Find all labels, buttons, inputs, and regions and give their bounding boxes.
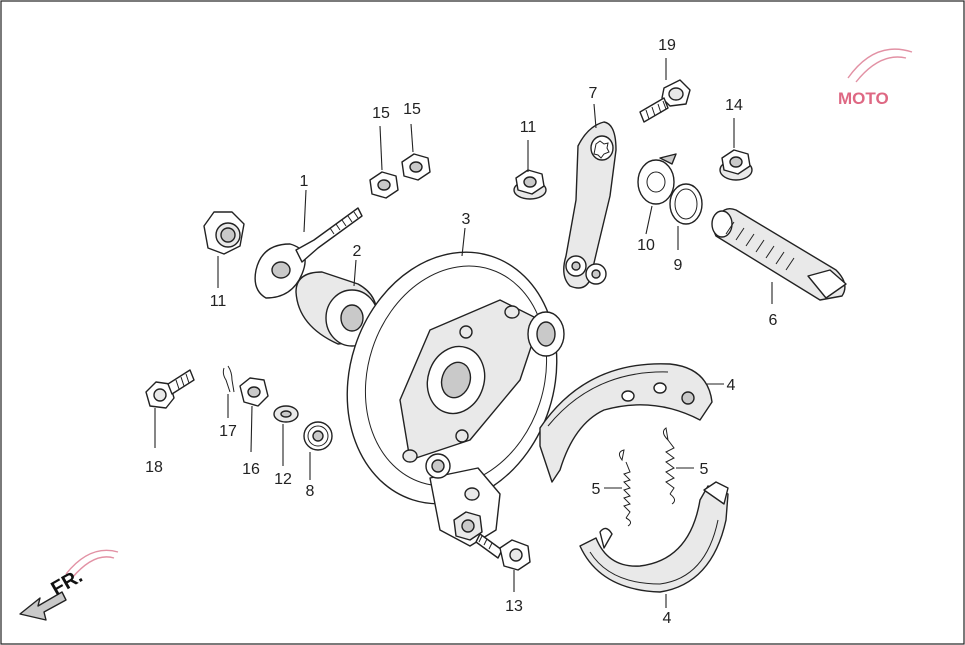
callout-15-right: 15 — [403, 101, 421, 118]
callout-18: 18 — [145, 459, 163, 476]
part-15-nut-left — [369, 171, 399, 199]
callout-19: 19 — [658, 37, 676, 54]
part-13-bolt — [475, 533, 531, 571]
part-1-adjusting-bolt — [254, 207, 363, 299]
callout-5-left: 5 — [592, 481, 601, 498]
front-direction-arrow: FR. — [19, 565, 87, 621]
part-3-brake-panel — [346, 251, 565, 547]
watermark-text: MOTO — [838, 89, 889, 108]
part-14-flange-nut — [719, 149, 753, 181]
part-18-bolt — [145, 369, 195, 409]
callout-7: 7 — [589, 85, 598, 102]
callout-2: 2 — [353, 243, 362, 260]
callout-labels: 1 2 3 4 4 5 5 6 7 8 9 10 11 11 12 13 14 … — [145, 37, 777, 627]
callout-11-left: 11 — [210, 293, 227, 310]
callout-5-right: 5 — [700, 461, 709, 478]
callout-6: 6 — [769, 312, 778, 329]
callout-4-bottom: 4 — [663, 610, 672, 627]
part-5-spring-left — [618, 449, 632, 527]
part-11-flange-nut-right — [513, 169, 547, 200]
callout-15-left: 15 — [372, 105, 390, 122]
callout-1: 1 — [300, 173, 309, 190]
callout-11-right: 11 — [520, 119, 537, 136]
part-10-wear-indicator-plate — [637, 153, 677, 205]
callout-9: 9 — [674, 257, 683, 274]
part-19-bolt — [639, 79, 691, 123]
part-4-brake-shoe-bottom — [579, 481, 729, 593]
callout-13: 13 — [505, 598, 523, 615]
part-16-nut — [239, 377, 269, 407]
part-5-spring-right — [662, 427, 676, 505]
part-17-cotter-pin — [222, 365, 235, 393]
part-8-bearing — [303, 421, 333, 451]
part-11-flange-nut-left — [203, 211, 245, 255]
callout-16: 16 — [242, 461, 260, 478]
callout-4-top: 4 — [727, 377, 736, 394]
part-6-brake-cam — [711, 207, 847, 301]
part-4-brake-shoe-top — [539, 363, 713, 483]
leader-lines — [154, 58, 773, 608]
part-7-brake-arm — [563, 121, 617, 289]
watermark-logo-bottom — [65, 549, 119, 579]
part-9-o-ring — [669, 183, 703, 225]
part-12-washer — [273, 405, 299, 423]
callout-10: 10 — [637, 237, 655, 254]
callout-12: 12 — [274, 471, 292, 488]
callout-14: 14 — [725, 97, 743, 114]
callout-8: 8 — [306, 483, 315, 500]
callout-17: 17 — [219, 423, 237, 440]
watermark-logo-top: MOTO — [838, 48, 913, 108]
callout-3: 3 — [462, 211, 471, 228]
direction-label: FR. — [48, 565, 87, 600]
part-15-nut-right — [401, 153, 431, 181]
